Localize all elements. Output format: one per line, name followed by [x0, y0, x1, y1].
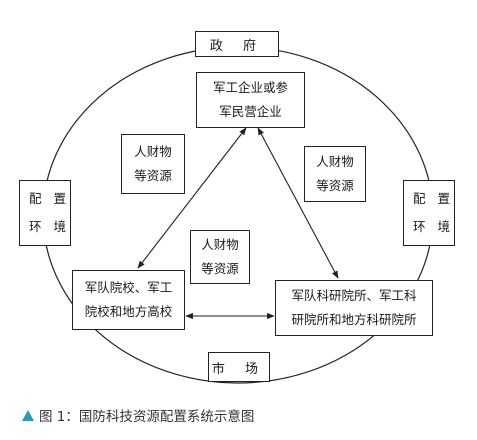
flow-bottom-line-1: 人财物: [201, 237, 239, 252]
env-right-box: 配 置 环 境: [403, 180, 455, 246]
institutes-line-2: 研院所和地方科研院所: [291, 312, 417, 327]
enterprise-line-1: 军工企业或参: [212, 80, 288, 95]
arrow-enterprise-universities: [137, 127, 247, 269]
universities-line-2: 院校和地方高校: [84, 304, 173, 319]
flow-right-line-1: 人财物: [316, 154, 354, 169]
env-left-line-2: 环 境: [29, 219, 70, 234]
flow-bottom-box: 人财物 等资源: [190, 230, 250, 284]
env-right-line-2: 环 境: [413, 219, 454, 234]
market-label: 市 场: [211, 361, 267, 377]
triangle-marker-icon: [22, 409, 34, 421]
flow-left-line-1: 人财物: [134, 144, 172, 159]
universities-line-1: 军队院校、军工: [84, 280, 173, 295]
env-left-line-1: 配 置: [29, 191, 70, 206]
flow-left-line-2: 等资源: [134, 168, 172, 183]
figure-caption: 图 1：国防科技资源配置系统示意图: [22, 405, 254, 425]
env-left-box: 配 置 环 境: [19, 180, 71, 246]
institutes-box: 军队科研院所、军工科 研院所和地方科研院所: [275, 280, 433, 336]
flow-right-box: 人财物 等资源: [304, 146, 366, 202]
institutes-line-1: 军队科研院所、军工科: [291, 288, 417, 303]
flow-right-line-2: 等资源: [316, 178, 354, 193]
universities-box: 军队院校、军工 院校和地方高校: [72, 270, 185, 330]
enterprise-box: 军工企业或参 军民营企业: [196, 72, 305, 128]
arrow-enterprise-institutes: [257, 127, 339, 279]
enterprise-line-2: 军民营企业: [219, 104, 282, 119]
env-right-line-1: 配 置: [413, 191, 454, 206]
government-label: 政 府: [209, 38, 265, 54]
government-box: 政 府: [195, 31, 279, 57]
flow-left-box: 人财物 等资源: [121, 134, 185, 194]
flow-bottom-line-2: 等资源: [201, 261, 239, 276]
caption-text: 图 1：国防科技资源配置系统示意图: [39, 409, 255, 425]
market-box: 市 场: [208, 352, 270, 382]
